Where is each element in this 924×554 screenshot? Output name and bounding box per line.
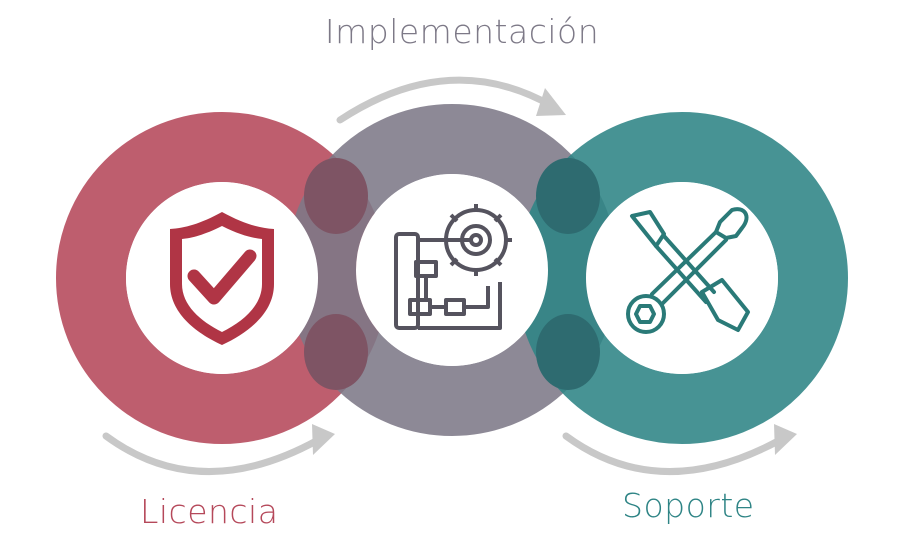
arrow-bottom-left-head (312, 424, 335, 455)
disk-implementacion (356, 174, 548, 366)
shield-check-icon (170, 212, 274, 345)
label-licencia: Licencia (140, 492, 279, 531)
ring-soporte (516, 112, 848, 444)
label-soporte: Soporte (622, 486, 755, 525)
arrow-bottom-left (102, 432, 322, 475)
arrow-bottom-right (562, 432, 784, 475)
arrow-top-head (536, 88, 566, 116)
overlap-right-bottom (536, 314, 600, 390)
label-implementacion: Implementación (324, 12, 600, 51)
overlap-left-top (304, 158, 368, 234)
wrench-screwdriver-icon (626, 207, 750, 334)
overlap-left-bottom (304, 314, 368, 390)
blueprint-gear-icon (394, 204, 512, 330)
arrow-top (336, 76, 556, 124)
overlap-right-top (536, 158, 600, 234)
arrow-bottom-right-head (774, 424, 797, 455)
